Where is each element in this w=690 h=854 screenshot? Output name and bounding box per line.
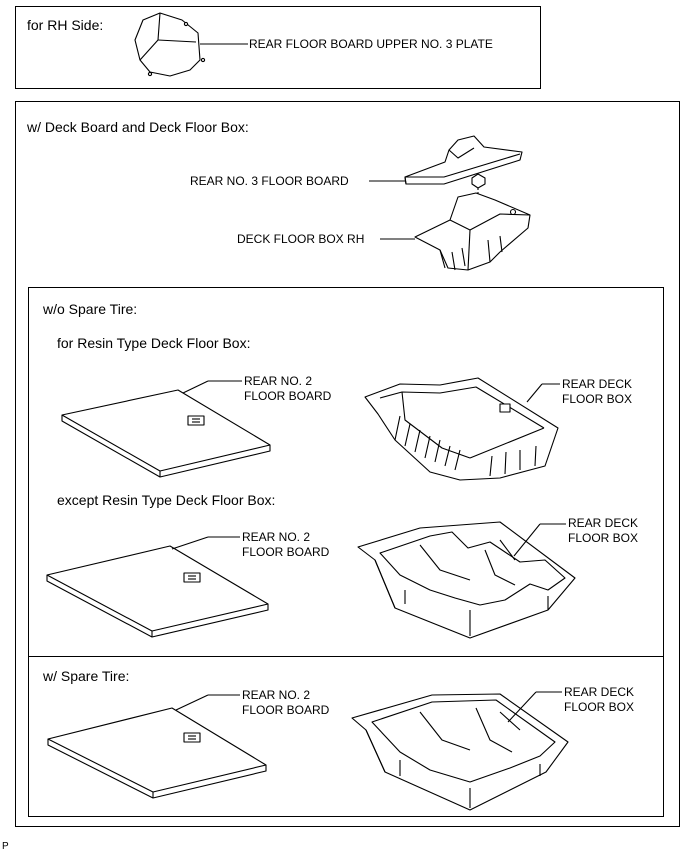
except-floor-board-drawing [46, 545, 269, 638]
spare-floor-board-drawing [47, 707, 267, 799]
deck-panel-caption: w/ Deck Board and Deck Floor Box: [27, 119, 249, 135]
deck-floor-box-rh-drawing [414, 192, 531, 271]
upper-plate-drawing [134, 12, 206, 77]
resin-board-leader-a [182, 380, 209, 394]
spare-deck-floor-box-drawing [351, 693, 569, 811]
spare-box-label-1: REAR DECK [564, 685, 635, 699]
resin-box-label-1: REAR DECK [562, 377, 633, 391]
top-panel-caption: for RH Side: [27, 17, 104, 33]
spare-board-label-1: REAR NO. 2 [242, 688, 311, 702]
except-caption: except Resin Type Deck Floor Box: [57, 492, 276, 508]
except-box-label-2: FLOOR BOX [568, 531, 639, 545]
except-board-label-1: REAR NO. 2 [242, 530, 311, 544]
top-panel [15, 6, 541, 89]
spare-panel [28, 656, 664, 817]
spare-board-leader-a [175, 694, 209, 711]
rear-no3-board-label: REAR NO. 3 FLOOR BOARD [190, 174, 349, 188]
except-box-leader-a [513, 523, 541, 557]
deck-panel [15, 101, 680, 827]
spare-board-label-2: FLOOR BOARD [242, 703, 330, 717]
resin-board-label-2: FLOOR BOARD [244, 389, 332, 403]
except-deck-floor-box-drawing [357, 521, 576, 639]
resin-board-label-1: REAR NO. 2 [244, 374, 313, 388]
resin-floor-board-drawing [61, 389, 271, 478]
deck-floor-box-label: DECK FLOOR BOX RH [237, 232, 365, 246]
resin-deck-floor-box-drawing [364, 377, 559, 481]
no-spare-caption: w/o Spare Tire: [43, 301, 138, 317]
upper-plate-label: REAR FLOOR BOARD UPPER NO. 3 PLATE [249, 37, 493, 51]
except-board-leader-a [171, 536, 209, 550]
resin-box-label-2: FLOOR BOX [562, 392, 633, 406]
nut-drawing [471, 173, 486, 198]
spare-box-leader-a [507, 691, 537, 723]
except-board-label-2: FLOOR BOARD [242, 545, 330, 559]
spare-box-label-2: FLOOR BOX [564, 700, 635, 714]
resin-box-leader-a [526, 383, 543, 403]
figure-code: P [2, 841, 9, 852]
except-box-label-1: REAR DECK [568, 516, 639, 530]
resin-caption: for Resin Type Deck Floor Box: [57, 335, 251, 351]
spare-caption: w/ Spare Tire: [43, 668, 130, 684]
rear-no3-board-drawing [404, 135, 523, 185]
